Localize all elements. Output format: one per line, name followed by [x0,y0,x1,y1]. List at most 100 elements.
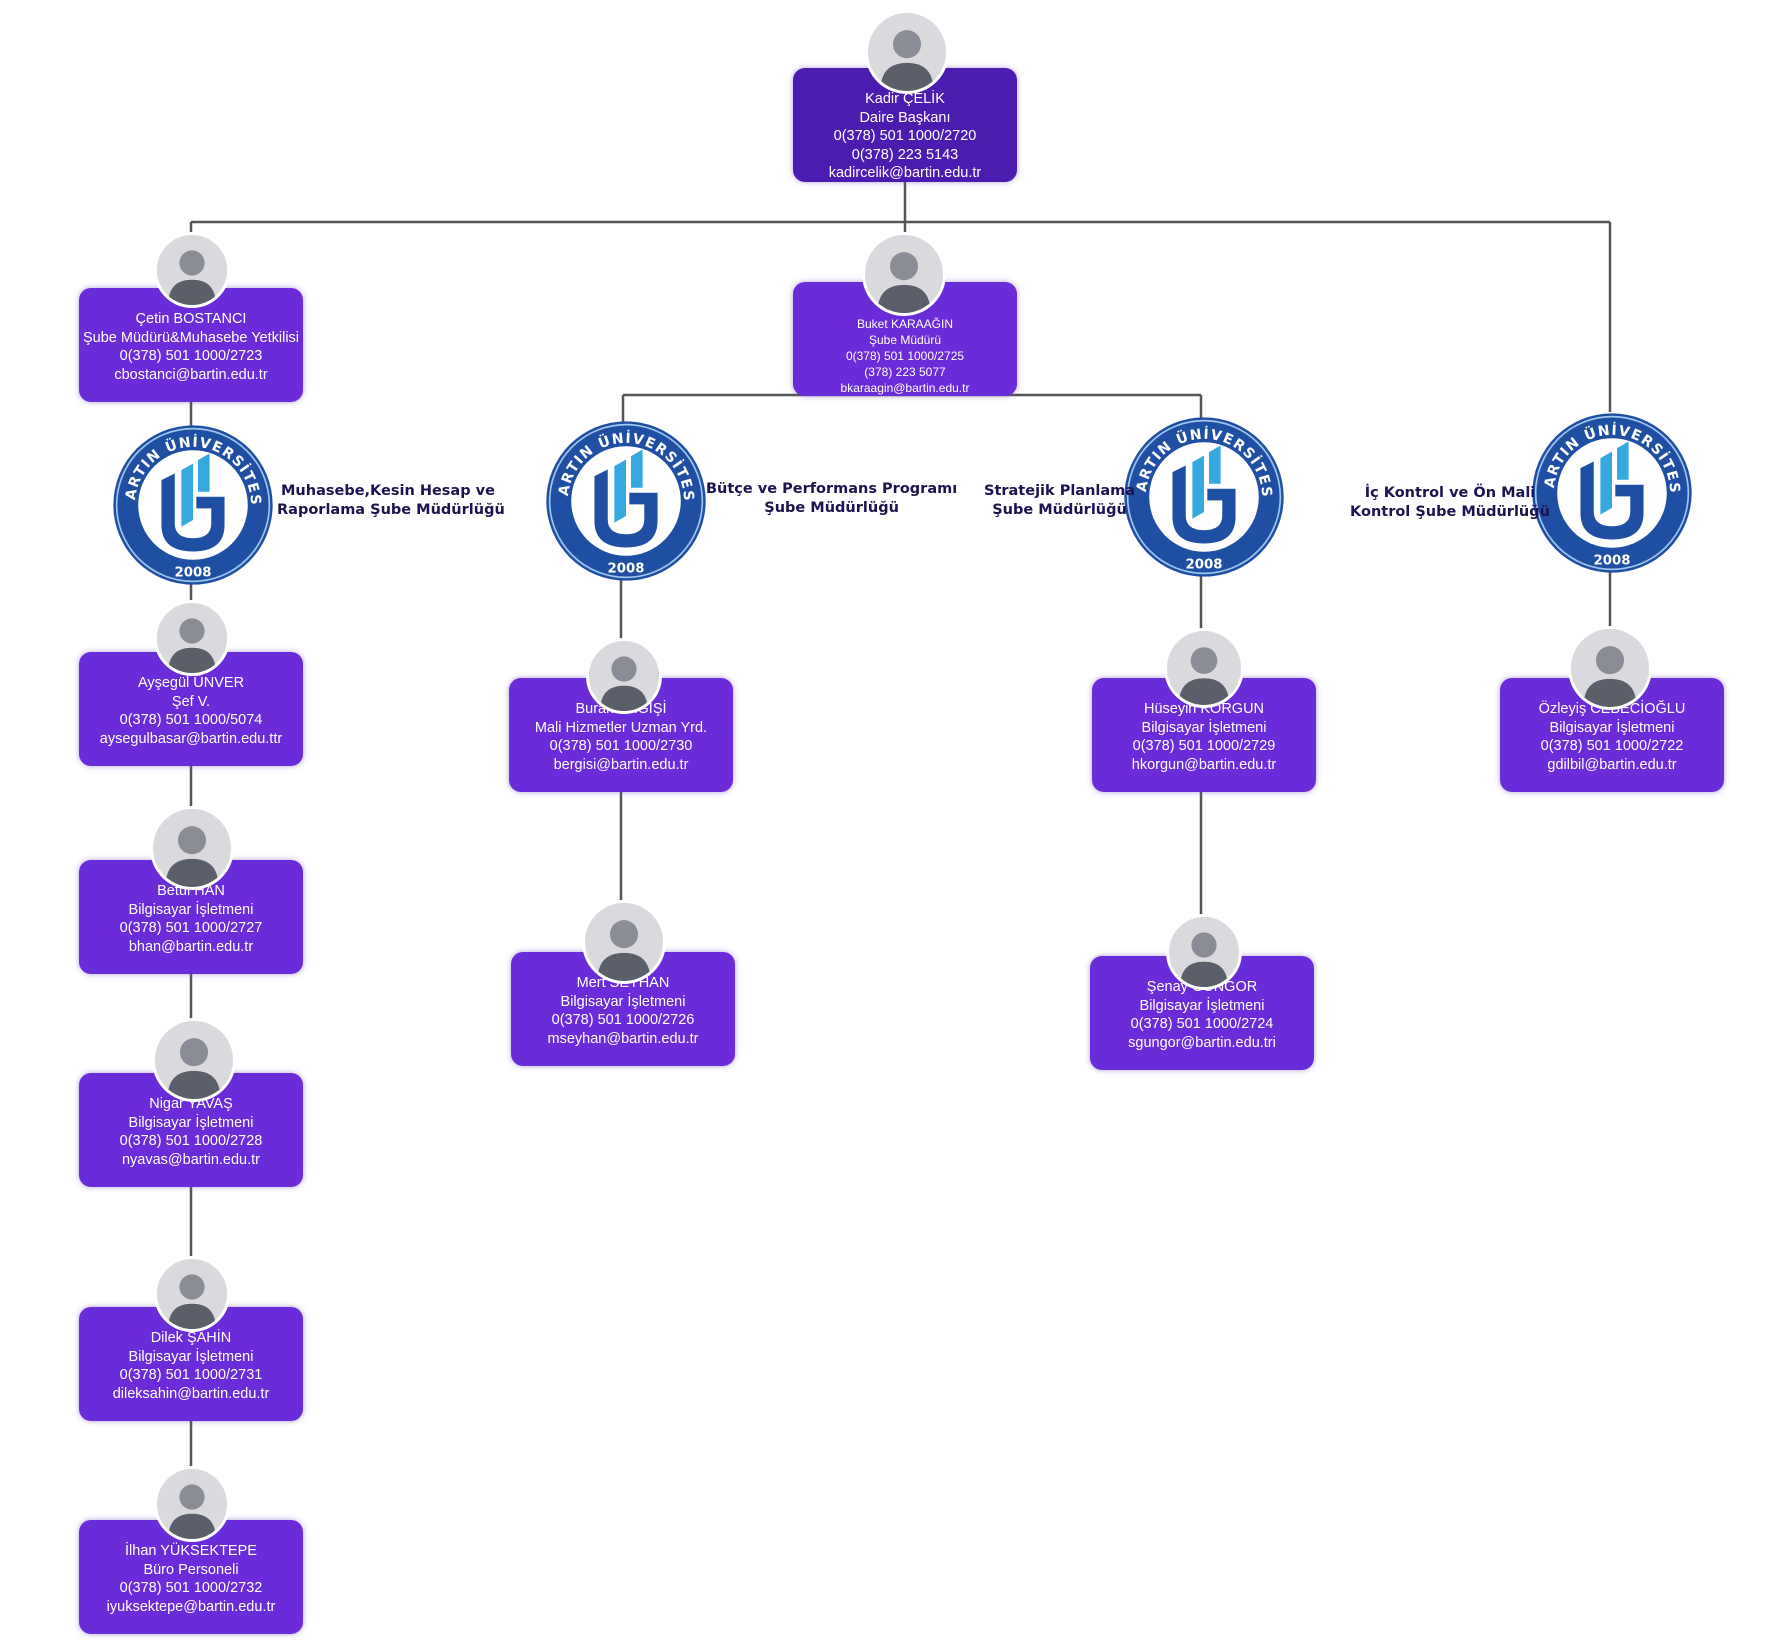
manager-phone2: (378) 223 5077 [864,365,946,379]
staff-avatar [152,1018,236,1102]
staff-email: hkorgun@bartin.edu.tr [1131,756,1277,773]
person-icon [157,1259,227,1329]
staff-title: Şef V. [171,693,211,710]
staff-title: Mali Hizmetler Uzman Yrd. [534,719,708,736]
person-icon [155,1021,233,1099]
staff-avatar [1568,626,1652,710]
bartin-university-logo: BARTIN ÜNİVERSİTESİ2008 [1121,414,1284,577]
staff-title: Bilgisayar İşletmeni [128,901,254,918]
person-icon [1169,917,1239,987]
person-icon [157,603,227,673]
head-phone2: 0(378) 223 5143 [851,146,959,163]
staff-name: Betül HAN [157,883,225,899]
staff-avatar [586,638,662,714]
head-title: Daire Başkanı [859,109,951,126]
staff-phone: 0(378) 501 1000/2732 [119,1580,263,1596]
staff-avatar [582,900,666,984]
staff-title: Bilgisayar İşletmeni [1141,719,1267,736]
staff-email: bergisi@bartin.edu.tr [553,756,689,773]
staff-card: İlhan YÜKSEKTEPE Büro Personeli 0(378) 5… [79,1520,303,1634]
manager-avatar [154,232,230,308]
unit-label-line2: Kontrol Şube Müdürlüğü [1350,504,1550,520]
staff-email: iyuksektepe@bartin.edu.tr [106,1598,276,1615]
unit-label-line2: Şube Müdürlüğü [992,502,1127,518]
unit-label-line1: Bütçe ve Performans Programı [706,481,958,497]
staff-email: mseyhan@bartin.edu.tr [547,1030,699,1047]
staff-avatar [154,1256,230,1332]
staff-title: Bilgisayar İşletmeni [1549,719,1675,736]
university-logo: BARTIN ÜNİVERSİTESİ2008 [543,418,709,584]
manager-email: cbostanci@bartin.edu.tr [114,366,268,383]
manager-avatar [862,232,946,316]
staff-phone: 0(378) 501 1000/2731 [119,1367,263,1383]
person-icon [157,235,227,305]
staff-phone: 0(378) 501 1000/5074 [119,712,263,728]
manager-email: bkaraagin@bartin.edu.tr [840,381,970,395]
staff-phone: 0(378) 501 1000/2726 [551,1012,695,1028]
staff-avatar [154,600,230,676]
staff-name: İlhan YÜKSEKTEPE [125,1543,257,1559]
staff-email: bhan@bartin.edu.tr [128,938,254,955]
staff-name: Hüseyin KORGUN [1143,701,1265,717]
unit-label: Bütçe ve Performans Programı Şube Müdürl… [706,480,957,518]
staff-name: Dilek ŞAHİN [150,1330,232,1346]
unit-label: İç Kontrol ve Ön Mali Kontrol Şube Müdür… [1350,484,1550,522]
staff-avatar [1164,628,1244,708]
bartin-university-logo: BARTIN ÜNİVERSİTESİ2008 [1529,410,1692,573]
staff-title: Bilgisayar İşletmeni [560,993,686,1010]
manager-title: Şube Müdürü&Muhasebe Yetkilisi [82,329,300,346]
university-logo: BARTIN ÜNİVERSİTESİ2008 [1529,410,1695,576]
svg-text:2008: 2008 [1186,557,1223,572]
staff-phone: 0(378) 501 1000/2729 [1132,738,1276,754]
manager-title: Şube Müdürü [868,333,942,347]
unit-label-line2: Şube Müdürlüğü [764,500,899,516]
unit-label-line1: Muhasebe,Kesin Hesap ve [281,483,495,499]
person-icon [589,641,659,711]
staff-email: gdilbil@bartin.edu.tr [1547,756,1677,773]
staff-name: Nigar YAVAŞ [149,1096,233,1112]
person-icon [868,13,946,91]
unit-label-line2: Raporlama Şube Müdürlüğü [277,502,505,518]
staff-phone: 0(378) 501 1000/2730 [549,738,693,754]
person-icon [865,235,943,313]
svg-text:2008: 2008 [175,565,212,580]
manager-phone: 0(378) 501 1000/2725 [845,349,965,363]
manager-name: Çetin BOSTANCI [135,311,247,327]
staff-avatar [1166,914,1242,990]
staff-email: dileksahin@bartin.edu.tr [112,1385,270,1402]
person-icon [1167,631,1241,705]
staff-name: Ayşegül ÜNVER [137,675,245,691]
svg-text:2008: 2008 [608,561,645,576]
staff-email: sgungor@bartin.edu.tri [1128,1034,1276,1051]
staff-phone: 0(378) 501 1000/2728 [119,1133,263,1149]
staff-title: Bilgisayar İşletmeni [128,1114,254,1131]
head-name: Kadir ÇELİK [865,91,945,107]
bartin-university-logo: BARTIN ÜNİVERSİTESİ2008 [110,422,273,585]
head-phone1: 0(378) 501 1000/2720 [833,128,977,144]
manager-name: Buket KARAAĞIN [856,317,954,331]
staff-email: aysegulbasar@bartin.edu.ttr [99,730,283,747]
person-icon [1571,629,1649,707]
staff-avatar [154,1466,230,1542]
bartin-university-logo: BARTIN ÜNİVERSİTESİ2008 [543,418,706,581]
staff-phone: 0(378) 501 1000/2724 [1130,1016,1274,1032]
head-email: kadircelik@bartin.edu.tr [828,165,982,181]
unit-label: Stratejik Planlama Şube Müdürlüğü [984,482,1135,520]
staff-phone: 0(378) 501 1000/2727 [119,920,263,936]
head-avatar [865,10,949,94]
manager-phone: 0(378) 501 1000/2723 [119,348,263,364]
university-logo: BARTIN ÜNİVERSİTESİ2008 [110,422,276,588]
staff-title: Bilgisayar İşletmeni [1139,997,1265,1014]
person-icon [153,809,231,887]
staff-email: nyavas@bartin.edu.tr [121,1151,261,1168]
person-icon [585,903,663,981]
svg-text:2008: 2008 [1594,553,1631,568]
staff-title: Bilgisayar İşletmeni [128,1348,254,1365]
staff-phone: 0(378) 501 1000/2722 [1540,738,1684,754]
unit-label-line1: Stratejik Planlama [984,483,1136,499]
staff-card: Ayşegül ÜNVER Şef V. 0(378) 501 1000/507… [79,652,303,766]
person-icon [157,1469,227,1539]
university-logo: BARTIN ÜNİVERSİTESİ2008 [1121,414,1287,580]
unit-label: Muhasebe,Kesin Hesap ve Raporlama Şube M… [277,482,505,520]
staff-title: Büro Personeli [143,1561,239,1578]
